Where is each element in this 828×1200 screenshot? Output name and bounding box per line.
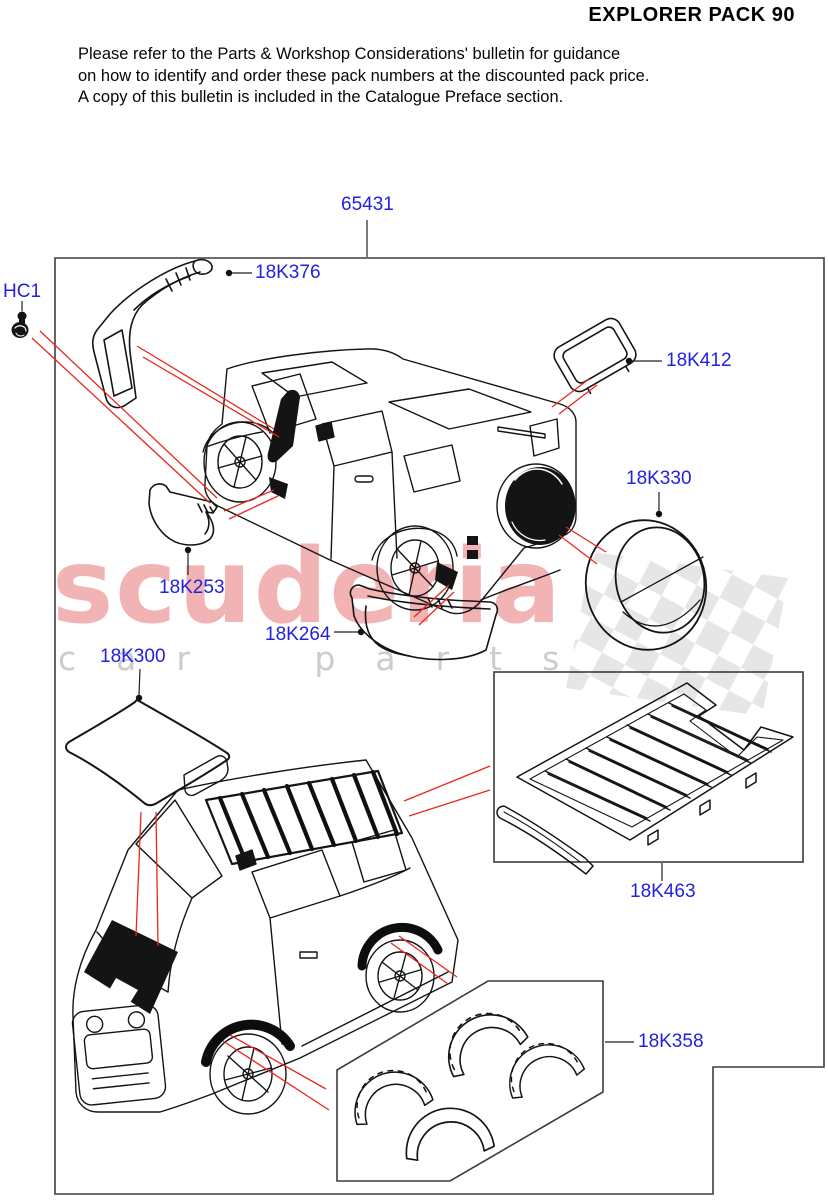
roof-rack-box [493, 671, 804, 863]
part-label-18k264[interactable]: 18K264 [265, 624, 331, 645]
part-label-18k330[interactable]: 18K330 [626, 468, 692, 489]
front-mudflap-drawing [148, 483, 218, 546]
part-label-18k412[interactable]: 18K412 [666, 350, 732, 371]
wind-deflector-drawing [553, 317, 637, 395]
part-drawings [11, 258, 794, 1163]
part-label-18k253[interactable]: 18K253 [159, 577, 225, 598]
snorkel-drawing [91, 258, 213, 409]
watermark-brand: scuderia [52, 527, 563, 647]
part-label-18k376[interactable]: 18K376 [255, 262, 321, 283]
leader-lines [21, 220, 663, 1043]
front-arch-flare-on-vehicle [201, 1019, 295, 1067]
vehicle-front-view-illustration [71, 759, 459, 1115]
part-label-18k300[interactable]: 18K300 [100, 646, 166, 667]
part-label-18k358[interactable]: 18K358 [638, 1031, 704, 1052]
page-title: EXPLORER PACK 90 [588, 4, 795, 26]
checkered-flag-watermark [566, 552, 788, 716]
bonnet-protector-on-vehicle [84, 920, 178, 1014]
fixing-bolt-drawing [11, 311, 29, 338]
rear-arch-flare-on-vehicle [357, 922, 443, 971]
arch-flare-kit-drawing [343, 999, 587, 1163]
watermark: scuderia car parts [52, 527, 788, 716]
pack-boxes [54, 257, 825, 1195]
watermark-subtitle: car parts [58, 639, 599, 678]
red-locator-lines [31, 330, 607, 1111]
part-label-65431[interactable]: 65431 [341, 194, 394, 215]
roof-rack-on-vehicle [204, 769, 404, 866]
snorkel-on-vehicle [267, 389, 300, 463]
bonnet-protector-drawing [65, 699, 231, 807]
notice-line: on how to identify and order these pack … [78, 66, 650, 85]
part-label-hc1[interactable]: HC1 [3, 281, 42, 302]
notice-line: A copy of this bulletin is included in t… [78, 88, 564, 106]
front-mudflap-on-vehicle [269, 477, 288, 499]
leader-dots [135, 269, 663, 702]
arch-kit-box [336, 980, 604, 1182]
part-label-18k463[interactable]: 18K463 [630, 881, 696, 902]
rear-mudflap-drawing [349, 584, 499, 661]
roof-rack-drawing [496, 682, 794, 875]
wheel-cover-drawing [584, 519, 708, 651]
main-pack-box [54, 257, 825, 1195]
notice-line: Please refer to the Parts & Workshop Con… [78, 45, 621, 63]
rear-mudflap-on-vehicle [435, 562, 458, 590]
bulletin-notice: Please refer to the Parts & Workshop Con… [78, 44, 768, 109]
